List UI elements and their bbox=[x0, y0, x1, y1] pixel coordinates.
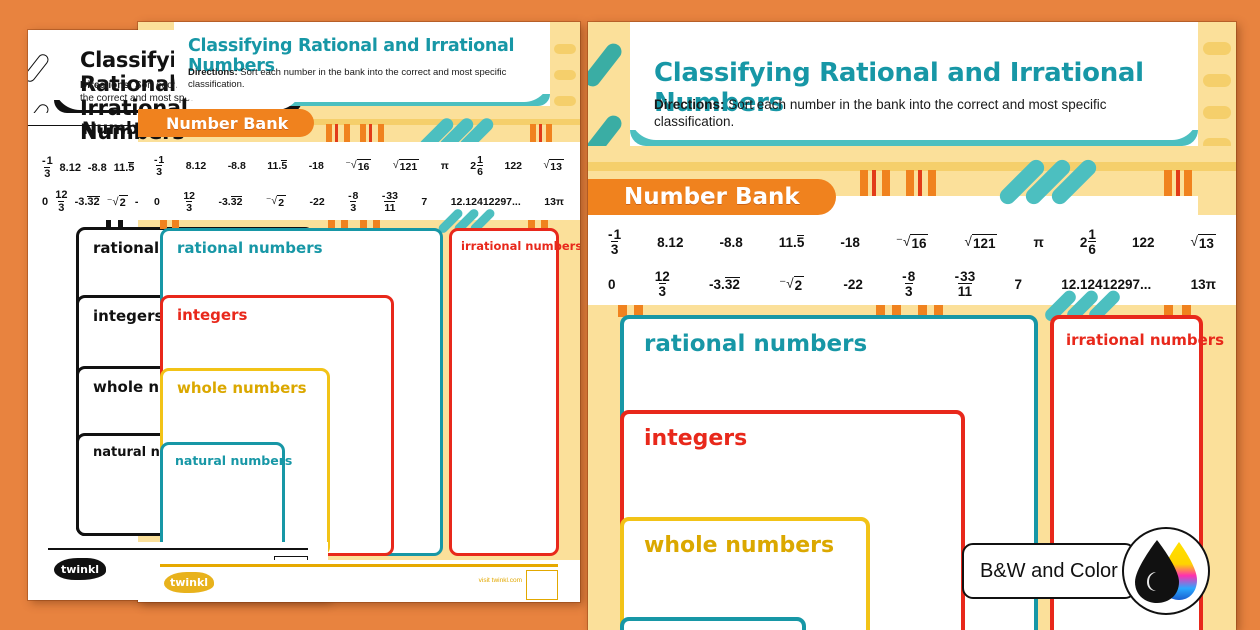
box-label-irrational: irrational numbers bbox=[461, 239, 580, 253]
number-item: 11.5 bbox=[778, 234, 805, 250]
box-label-natural: natural numbers bbox=[175, 453, 293, 468]
number-item: -3.32 bbox=[709, 276, 740, 292]
header-panel: Classifying Rational and Irrational Numb… bbox=[630, 22, 1198, 140]
directions-label: Directions: bbox=[80, 80, 133, 91]
number-item: -8.8 bbox=[227, 160, 246, 172]
number-bank-heading: Number Bank bbox=[588, 179, 836, 215]
number-item: 0 bbox=[608, 276, 616, 292]
number-item: -3.32 bbox=[218, 196, 243, 209]
twinkl-logo: twinkl bbox=[54, 558, 106, 580]
box-label-integers: integers bbox=[93, 307, 164, 325]
header-panel: Classifying Rational and Irrational Numb… bbox=[174, 22, 550, 102]
ink-drop-icon bbox=[1121, 527, 1210, 615]
number-item: √121 bbox=[964, 233, 998, 251]
number-item: -8.8 bbox=[87, 162, 107, 174]
footer: twinkl visit twinkl.com bbox=[138, 560, 580, 602]
directions-label: Directions: bbox=[654, 97, 725, 112]
number-item: -22 bbox=[309, 196, 325, 208]
number-item: 7 bbox=[1014, 276, 1022, 292]
number-item: √13 bbox=[543, 159, 564, 173]
number-item: 13π bbox=[544, 196, 564, 208]
number-item: √13 bbox=[1190, 233, 1216, 251]
number-item: ⁻√16 bbox=[895, 233, 929, 251]
number-item: ⁻√2 bbox=[779, 275, 805, 293]
visit-link[interactable]: visit twinkl.com bbox=[478, 577, 522, 584]
number-item: π bbox=[440, 160, 449, 172]
number-item: -8.8 bbox=[719, 234, 743, 250]
badge-label-pill: B&W and Color bbox=[962, 543, 1136, 599]
directions-label: Directions: bbox=[188, 67, 238, 78]
number-item: 12.12412297... bbox=[1061, 276, 1152, 292]
number-item: -18 bbox=[308, 160, 324, 172]
number-item: 13π bbox=[1190, 276, 1216, 292]
sorting-area: rational numbers integers whole numbers … bbox=[138, 207, 580, 560]
number-item: 8.12 bbox=[185, 160, 207, 172]
number-item: 8.12 bbox=[657, 234, 684, 250]
number-item: 7 bbox=[421, 196, 428, 208]
number-item: -22 bbox=[843, 276, 863, 292]
number-item: ⁻√2 bbox=[106, 195, 128, 209]
number-item: 11.5 bbox=[113, 162, 135, 174]
ink-drop-svg bbox=[1134, 540, 1197, 603]
number-item: 0 bbox=[154, 196, 160, 208]
box-natural-numbers[interactable]: natural numbers bbox=[160, 442, 292, 556]
number-item: -18 bbox=[840, 234, 860, 250]
box-natural-numbers[interactable]: natural numbers bbox=[620, 617, 806, 630]
twinkl-logo: twinkl bbox=[164, 572, 214, 593]
box-irrational-numbers[interactable]: irrational numbers bbox=[449, 228, 580, 556]
box-whole-numbers[interactable]: whole numbers bbox=[620, 517, 870, 630]
directions-text: Directions: Sort each number in the bank… bbox=[654, 97, 1107, 129]
box-label-whole: whole numbers bbox=[644, 533, 835, 558]
page-title: Classifying Rational and Irrational Numb… bbox=[654, 58, 1144, 118]
number-item: 12.12412297... bbox=[450, 196, 521, 208]
box-label-integers: integers bbox=[644, 426, 748, 451]
number-item: π bbox=[1033, 234, 1044, 250]
number-item: 122 bbox=[504, 160, 523, 172]
twinkl-stamp-icon bbox=[526, 570, 558, 600]
bw-and-color-badge[interactable]: B&W and Color bbox=[962, 527, 1210, 615]
box-label-rational: rational numbers bbox=[644, 331, 868, 357]
number-item: 0 bbox=[42, 196, 49, 208]
box-label-whole: whole numbers bbox=[177, 379, 307, 397]
number-item: 8.12 bbox=[59, 162, 81, 174]
page-title: Classifying Rational and Irrational Numb… bbox=[188, 36, 515, 76]
worksheet-card-large[interactable]: Classifying Rational and Irrational Numb… bbox=[588, 22, 1236, 630]
number-item: √121 bbox=[392, 159, 420, 173]
worksheet-card-middle[interactable]: Classifying Rational and Irrational Numb… bbox=[138, 22, 580, 602]
number-item: ⁻√2 bbox=[265, 195, 287, 209]
number-bank-heading: Number Bank bbox=[138, 109, 314, 137]
badge-label: B&W and Color bbox=[980, 559, 1118, 582]
directions-text: Directions: Sort each number in the bank… bbox=[188, 67, 507, 90]
number-item: 11.5 bbox=[267, 160, 288, 173]
sorting-area: rational numbers integers whole numbers … bbox=[588, 287, 1236, 630]
number-item: ⁻√16 bbox=[345, 159, 372, 173]
box-label-rational: rational numbers bbox=[177, 239, 323, 257]
number-item: 122 bbox=[1131, 234, 1155, 250]
box-label-integers: integers bbox=[177, 306, 248, 324]
box-label-irrational: irrational numbers bbox=[1066, 331, 1225, 349]
number-item: -3.32 bbox=[74, 196, 100, 208]
